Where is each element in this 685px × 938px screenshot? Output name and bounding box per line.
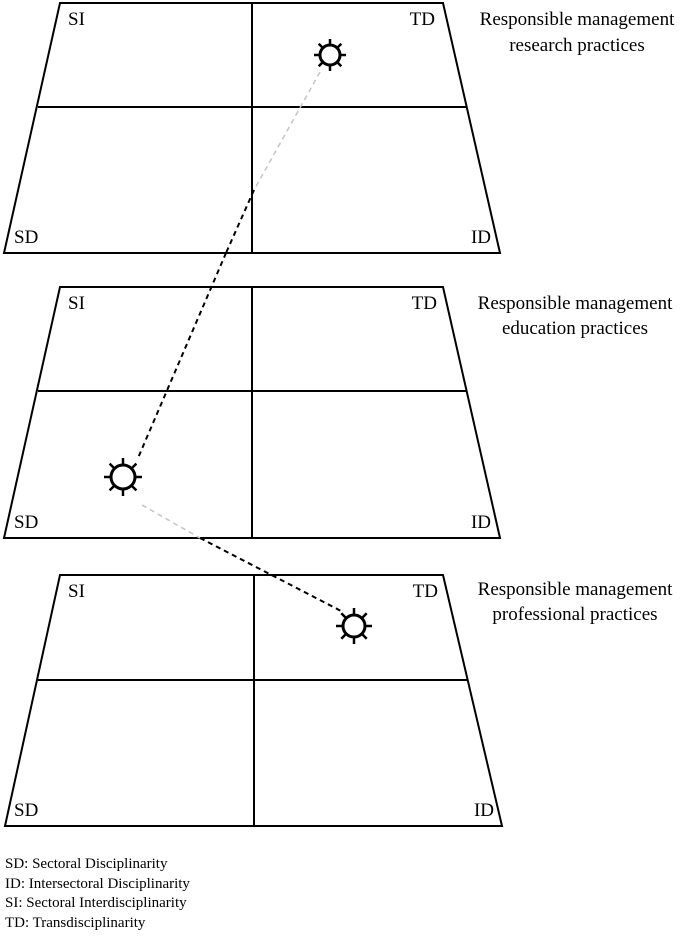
level-3-title-line2: professional practices (492, 604, 657, 625)
level-2-corner-si: SI (68, 293, 85, 314)
sun-icon (104, 458, 142, 496)
sun-icon (314, 39, 346, 71)
level-2-corner-td: TD (412, 293, 437, 314)
level-1-corner-td: TD (410, 9, 435, 30)
connector-1-2-light (253, 71, 321, 191)
level-3-title-line1: Responsible management (478, 579, 673, 600)
level-3-plane: SI TD SD ID Responsible management profe… (3, 574, 673, 827)
level-1-plane: SI TD SD ID Responsible management resea… (2, 2, 675, 254)
connectors (137, 71, 344, 613)
level-1-title-line2: research practices (509, 35, 645, 56)
connector-1-2-dark (225, 189, 255, 254)
sun-icon (336, 608, 372, 644)
level-3-corner-sd: SD (14, 800, 38, 821)
level-1-title-line1: Responsible management (480, 9, 675, 30)
connector-2-3-light (141, 504, 201, 539)
connector-1-2-dark-lower (137, 252, 227, 459)
legend-item-td: TD: Transdisciplinarity (5, 914, 146, 931)
level-1-corner-id: ID (471, 227, 491, 248)
legend-item-si: SI: Sectoral Interdisciplinarity (5, 895, 187, 911)
level-3-corner-td: TD (413, 581, 438, 602)
legend-item-sd: SD: Sectoral Disciplinarity (5, 856, 168, 872)
level-2-title-line1: Responsible management (478, 293, 673, 314)
level-3-corner-id: ID (474, 800, 494, 821)
level-1-corner-si: SI (68, 9, 85, 30)
level-2-corner-id: ID (471, 512, 491, 533)
level-2-title-line2: education practices (502, 318, 648, 339)
legend-item-id: ID: Intersectoral Disciplinarity (5, 875, 190, 892)
legend: SD: Sectoral Disciplinarity ID: Intersec… (5, 855, 190, 933)
level-1-corner-sd: SD (14, 227, 38, 248)
level-2-plane: SI TD SD ID Responsible management educa… (2, 286, 673, 539)
level-3-corner-si: SI (68, 581, 85, 602)
level-2-corner-sd: SD (14, 512, 38, 533)
